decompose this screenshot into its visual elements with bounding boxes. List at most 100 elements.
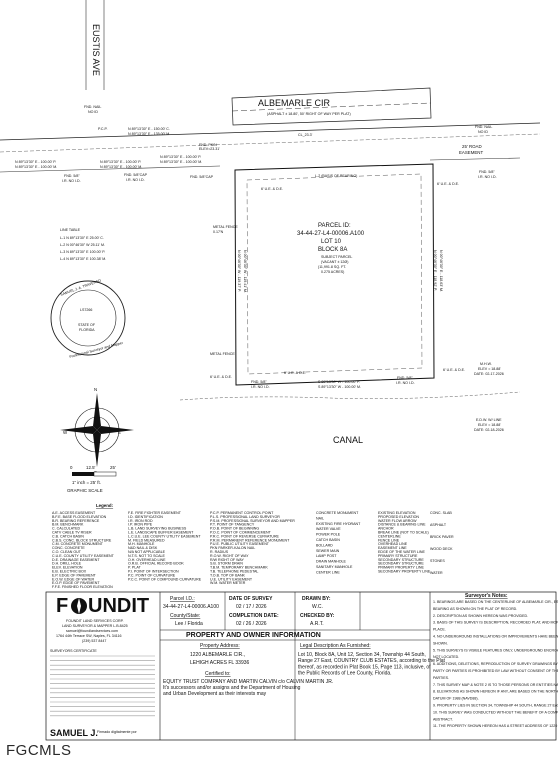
legend-entry: O.H. OVERHEAD LINE	[128, 558, 166, 562]
surveyor-note: 8. ELEVATIONS AS SHOWN HEREON IF ANY, AR…	[433, 690, 558, 694]
tb-checked-label: CHECKED BY:	[300, 613, 335, 619]
legend-entry: CONC. CONCRETE	[52, 546, 85, 550]
ir-no-id-e: I.R. NO I.D.	[396, 381, 415, 385]
legend-entry: P.C.P. PERMANENT CONTROL POINT	[210, 511, 274, 515]
legend-entry: L.C.U.E. LEE COUNTY UTILITY EASEMENT	[128, 534, 201, 538]
edw-1: E.D.W. W/ LINE	[476, 418, 502, 422]
property-title: PROPERTY AND OWNER INFORMATION	[186, 632, 321, 639]
parcel-acres: 0.275 ACRES)	[321, 270, 344, 274]
legend-entry: M.H. MANHOLE	[128, 542, 155, 546]
legend-entry: BRICK PAVER	[430, 535, 454, 539]
certified-line: It's successors and/or assigns and the D…	[163, 685, 301, 691]
basis-label: L-2 (BASIS OF BEARING)	[315, 174, 357, 178]
legend-entry: N&D NAIL & DISK	[128, 546, 158, 550]
legend-entry: I.R. IRON ROD	[128, 519, 153, 523]
surveyor-note: PLACE.	[433, 628, 446, 632]
legend-entry: PRIMARY PROPERTY LINE	[378, 566, 424, 570]
ue-de-bot-3: 6' U.E. & D.E.	[443, 368, 465, 372]
notes-title: Surveyor's Notes:	[465, 593, 508, 599]
compass-n: N	[94, 387, 97, 392]
parcel-lot: LOT 10	[321, 239, 342, 245]
legend-entry: O.R.B. OFFICIAL RECORD BOOK	[128, 562, 184, 566]
row-line-north	[0, 122, 541, 141]
brand-watermark: FGCMLS	[6, 742, 72, 759]
legend-entry: F.F.E. FINISHED FLOOR ELEVATION	[52, 585, 113, 589]
line-table-row: L-3 N 89°13'30" E 100.00' P.	[60, 250, 105, 254]
seal-role: Professional Surveyor and Mapper	[69, 341, 124, 359]
subject-parcel	[234, 163, 435, 386]
legend-entry: T.B.M. TEMPORARY BENCHMARK	[210, 566, 268, 570]
legend-marker: CENTER LINE	[316, 570, 340, 574]
legend-entry: E.B. ELECTRIC BOX	[52, 570, 87, 574]
legend-entry: C.M. CONCRETE MONUMENT	[52, 542, 104, 546]
legend-entry: I.P. IRON PIPE	[128, 523, 153, 527]
tb-completion-label: COMPLETION DATE:	[229, 613, 279, 619]
fnd-pkn-label: FND. PK/N	[199, 143, 217, 147]
legend-marker: SEWER MAIN	[316, 549, 340, 553]
legend-entry: STONES	[430, 559, 445, 563]
fnd-58-c: FND. 5/8"	[251, 380, 267, 384]
bottom-bearing-1: S 89°13'30" W - 100.00' P.	[318, 380, 360, 384]
compass-e: E	[118, 430, 121, 435]
parcel-sqft: (11,991.8 SQ. FT.	[318, 265, 346, 269]
seal-state-2: FLORIDA	[79, 328, 95, 332]
tb-county-label: County/State:	[170, 613, 200, 619]
road-easement-2: EASEMENT	[459, 150, 483, 155]
legend-entry: W.M. WATER METER	[210, 581, 246, 585]
legend-entry: C.U.E. COUNTY UTILITY EASEMENT	[52, 554, 115, 558]
certified-line: EQUITY TRUST COMPANY AND MARTIN CALVIN c…	[163, 679, 333, 685]
scale-tick: 25'	[110, 465, 116, 470]
legend-entry: M. FIELD MEASURED	[128, 538, 165, 542]
surveyor-note: NOT LOCATED.	[433, 655, 459, 659]
fnd-nail-right: FND. NAIL	[475, 125, 492, 129]
fnd-nail-left: FND. NAIL	[84, 105, 101, 109]
legend-entry: C.B.S. CONC. BLOCK STRUCTURE	[52, 538, 112, 542]
legal-line: the Public Records of Lee County, Florid…	[298, 671, 392, 677]
company-logo-right: UNDIT	[88, 595, 149, 617]
legal-line: thereof, as recorded in Plat Book 15, Pa…	[298, 664, 431, 670]
legend-entry: P.L.S. PROFESSIONAL LAND SURVEYOR	[210, 515, 280, 519]
ir-no-id-d: I.R. NO I.D.	[251, 385, 270, 389]
legend-entry: CONC. SLAB	[430, 511, 452, 515]
tb-parcel-id: 34-44-27-L4-00006.A100	[163, 604, 219, 610]
surveyor-seal: SAMUEL J. A. TRAVERSO LS7266 STATE OF FL…	[50, 278, 126, 359]
metal-fence-label: METAL FENCE	[213, 225, 238, 229]
legend-entry: EXISTING ELEVATION	[378, 511, 416, 515]
legend-entry: N/A NOT APPLICABLE	[128, 550, 166, 554]
fnd-58-d: FND. 5/8"	[397, 376, 413, 380]
line-table-row: L-2 N 00°46'30" W 25.11' M.	[60, 243, 105, 247]
cl-label: CL_23.3'	[298, 133, 313, 137]
legend-entry: P.O.C. POINT OF COMMENCEMENT	[210, 531, 272, 535]
surveyor-note: 7. THIS SURVEY MAP & NOTE 2 IS TO THOSE …	[433, 683, 558, 687]
line-table-row: L-4 N 89°13'30" E 100.38' M.	[60, 257, 106, 261]
legend-entry: C.O. CLEAN OUT	[52, 550, 82, 554]
line-table-row: L-1 N 89°13'30" E 25.00' C.	[60, 236, 104, 240]
scale-sub: GRAPHIC SCALE	[67, 488, 103, 493]
legend-entry: C.B. CATCH BASIN	[52, 534, 84, 538]
lt-bearing-2: N 89°13'30" E - 135.00' M.	[128, 132, 170, 136]
legend-entry: P.T. POINT OF TANGENCY	[210, 523, 255, 527]
fnd-58-cap-a: FND. 5/8"CAP	[124, 173, 148, 177]
compass-w: W	[63, 430, 68, 435]
surveyor-note: PARTY OR PARTIES IS PROHIBITED BY LAW WI…	[433, 669, 558, 673]
surveyor-note: 10. THIS SURVEY WAS CONDUCTED WITHOUT TH…	[433, 710, 558, 714]
surveyor-note: 1. BEARINGS ARE BASED ON THE CENTERLINE …	[433, 600, 558, 604]
side-bearing-3: N 00°46'30" E - 118.92' P.	[433, 250, 437, 291]
lt-bearing-1: N 89°13'30" E - 150.00' C.	[128, 127, 170, 131]
certified-label: Certified to:	[205, 671, 231, 677]
legend-entry: L.B. LAND SURVEYING BUSINESS	[128, 527, 187, 531]
fnd-58-a: FND. 5/8"	[64, 174, 80, 178]
company-phone: (239) 537 8447	[82, 639, 106, 643]
legend-entry: P.O.B. POINT OF BEGINNING	[210, 527, 259, 531]
surveyor-notes: 1. BEARINGS ARE BASED ON THE CENTERLINE …	[433, 600, 558, 728]
legend-entry: P.R.C. POINT OF REVERSE CURVATURE	[210, 534, 280, 538]
ir-no-id-a: I.R. NO I.D.	[62, 179, 81, 183]
pcp-label: P.C.P.	[98, 127, 108, 131]
road-easement-1: 25' ROAD	[462, 144, 482, 149]
tb-date: 02 / 17 / 2026	[236, 604, 267, 610]
fnd-pkn-elev: ELEV=23.31'	[199, 147, 220, 151]
mhw-1: M.H.W.	[480, 362, 492, 366]
legend-entry: R/W RIGHT OF WAY	[210, 558, 244, 562]
